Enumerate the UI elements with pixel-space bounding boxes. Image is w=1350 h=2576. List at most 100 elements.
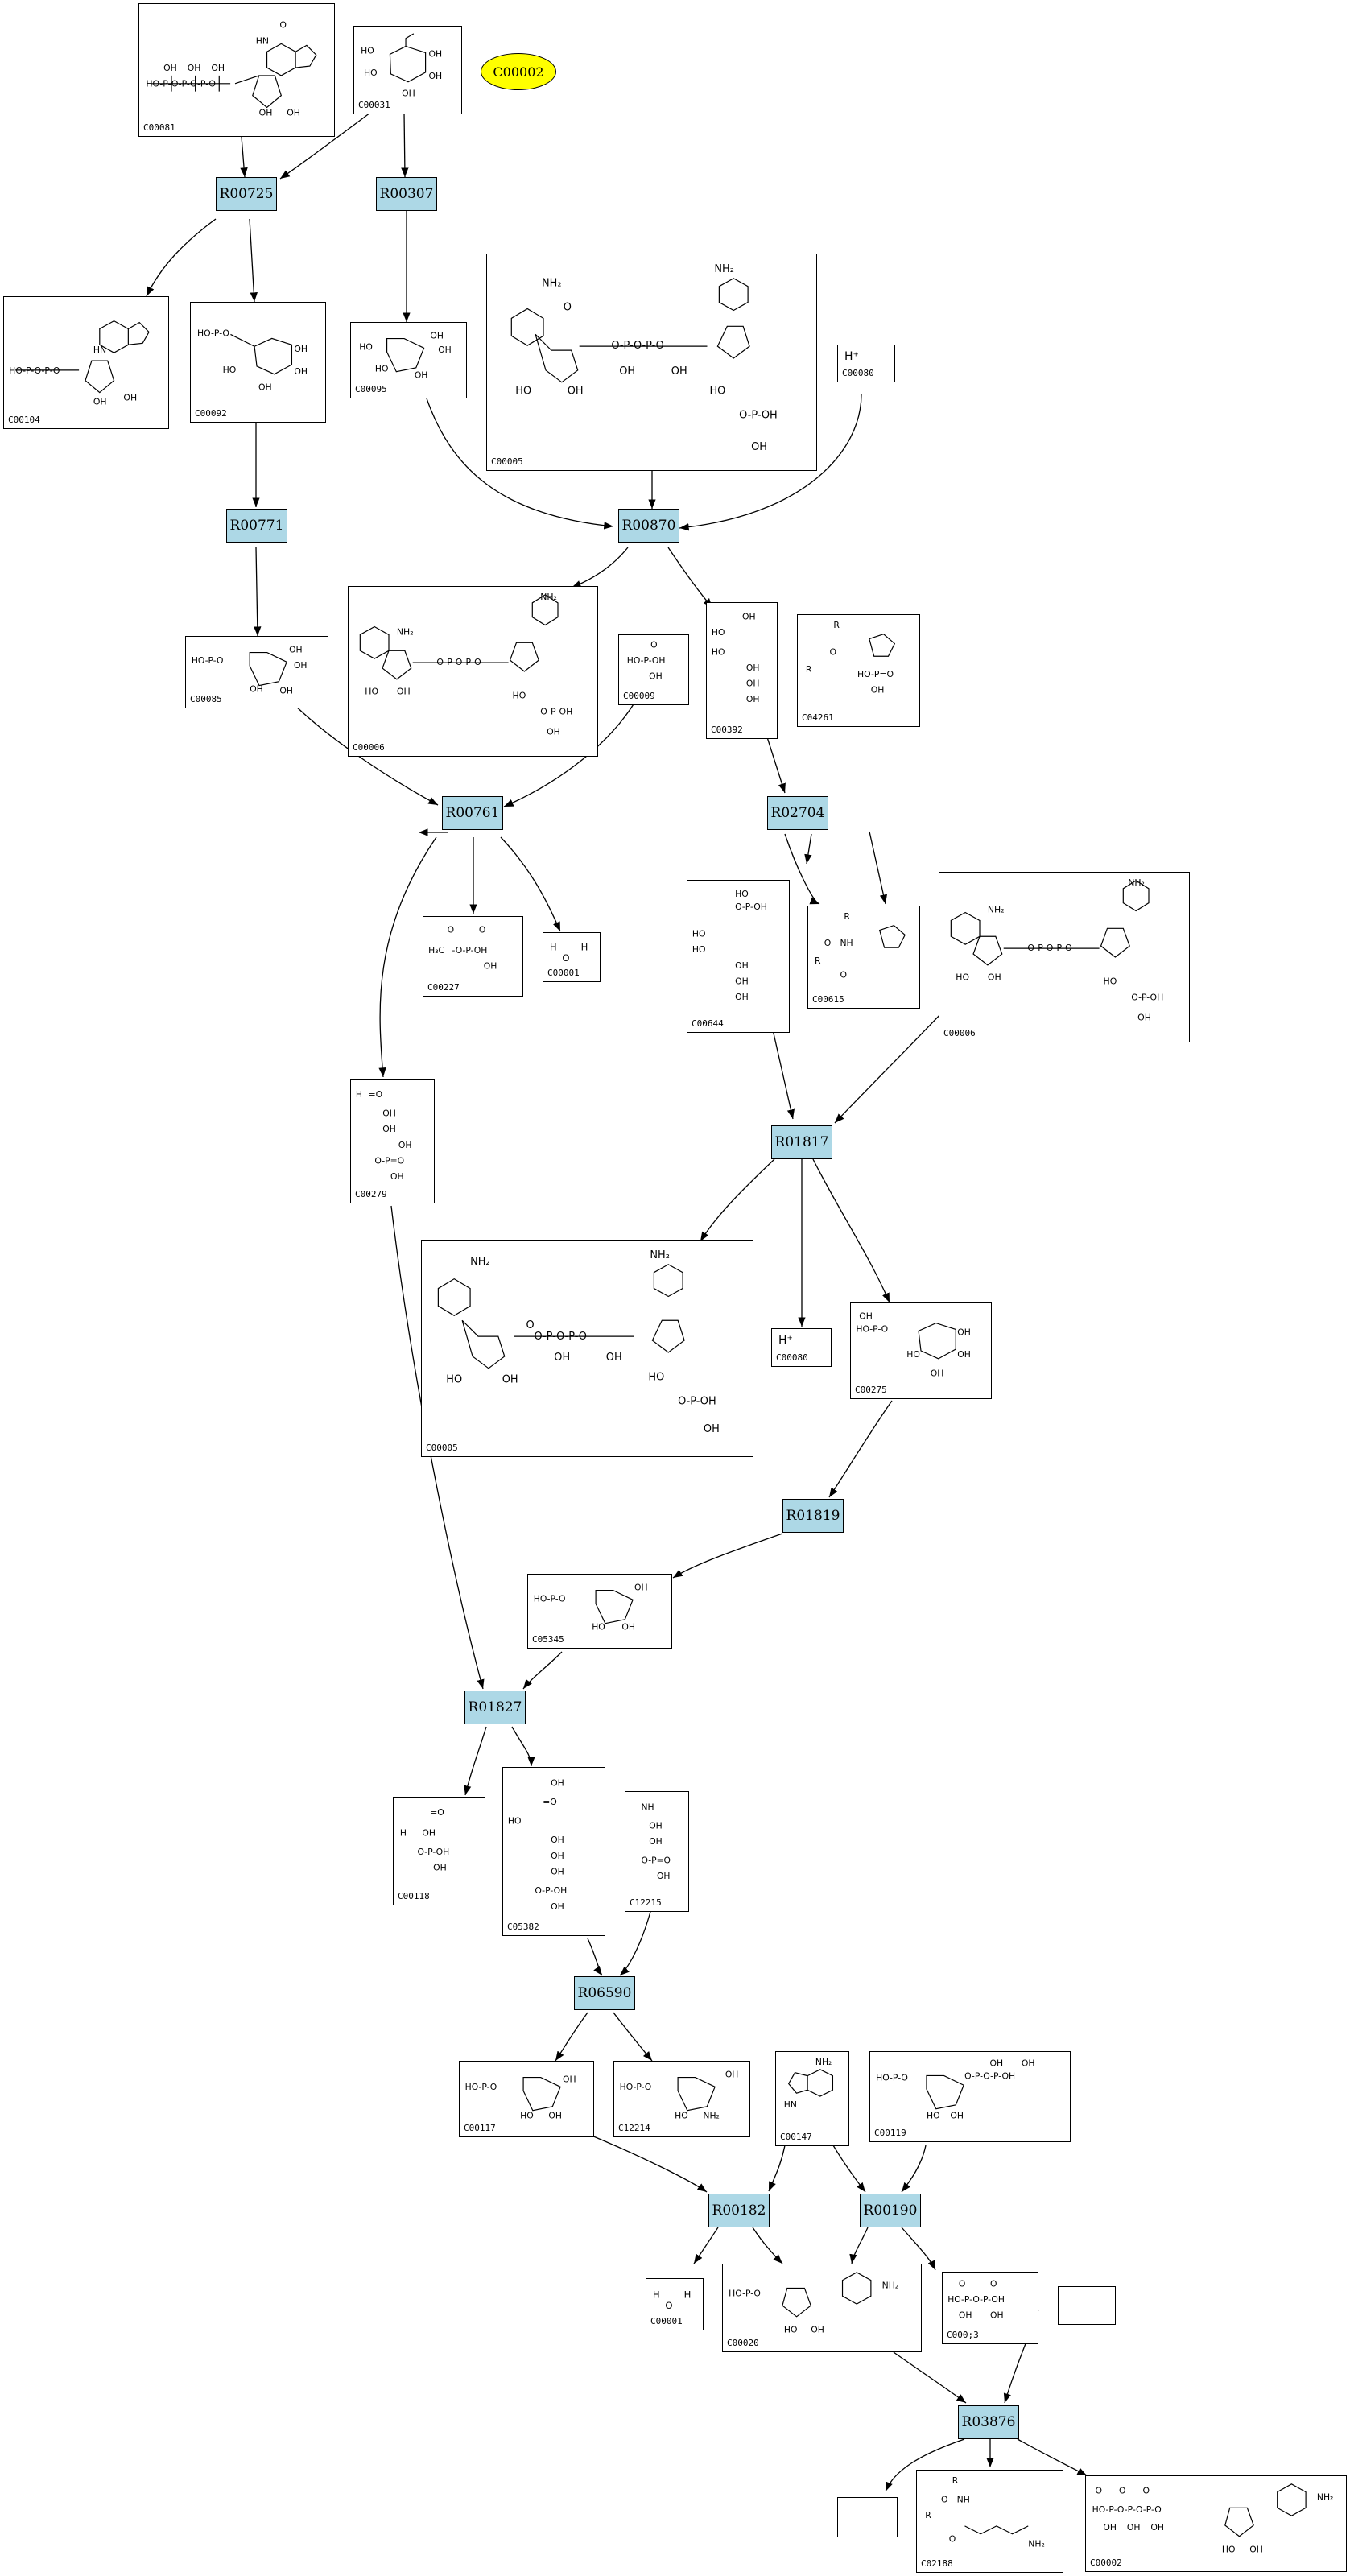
svg-text:HO: HO [1222,2544,1236,2554]
svg-text:HO: HO [709,386,725,398]
svg-text:O: O [1143,2486,1150,2496]
compound-id: C00005 [491,456,523,467]
reaction-r01819[interactable]: R01819 [782,1499,844,1533]
reaction-r03876[interactable]: R03876 [958,2405,1019,2439]
edge [249,218,258,303]
svg-text:O-P=O: O-P=O [374,1155,404,1166]
svg-text:H: H [653,2289,660,2300]
compound-empty-bottom[interactable] [837,2497,898,2537]
svg-text:H: H [550,941,557,952]
svg-text:OH: OH [259,107,273,118]
reaction-r01817[interactable]: R01817 [771,1125,832,1159]
svg-text:OH: OH [735,992,749,1002]
reaction-r00725[interactable]: R00725 [216,177,277,211]
reaction-r01827[interactable]: R01827 [464,1690,526,1724]
compound-id: C12215 [630,1897,662,1908]
reaction-r00182[interactable]: R00182 [708,2194,770,2227]
svg-text:OH: OH [250,683,263,694]
reaction-r00870[interactable]: R00870 [618,509,679,543]
compound-id: C00095 [355,384,387,394]
edge [672,1533,783,1579]
compound-c00080-top[interactable]: H⁺ C00080 [837,345,895,382]
svg-text:HO-P-O: HO-P-O [534,1593,566,1604]
svg-text:HO: HO [520,2110,534,2120]
svg-text:HO: HO [784,2324,798,2334]
svg-text:OH: OH [950,2111,964,2121]
reaction-r00307[interactable]: R00307 [376,177,437,211]
svg-text:HO: HO [692,928,706,939]
edge [679,394,862,531]
svg-text:NH₂: NH₂ [703,2110,719,2120]
svg-text:HO: HO [223,365,237,375]
svg-text:OH: OH [735,976,749,986]
compound-id: C00080 [842,368,874,378]
reaction-r00190[interactable]: R00190 [860,2194,921,2227]
reaction-r00771[interactable]: R00771 [226,509,287,543]
svg-text:HO: HO [735,889,749,899]
svg-text:OH: OH [649,1821,663,1831]
edge [901,2227,936,2271]
svg-text:HO: HO [515,386,531,398]
svg-text:O: O [562,952,569,964]
compound-empty-right[interactable] [1058,2286,1116,2325]
highlight-compound-c00002[interactable]: C00002 [481,53,556,90]
svg-text:OH: OH [551,1901,564,1912]
compound-id: C00080 [776,1352,808,1363]
reaction-r06590[interactable]: R06590 [574,1976,635,2010]
svg-text:OH: OH [1127,2522,1141,2533]
edge [768,2145,786,2192]
compound-id: C00020 [727,2338,759,2348]
compound-c00080-mid[interactable]: H⁺ C00080 [771,1328,832,1367]
reaction-r00761[interactable]: R00761 [442,796,503,830]
svg-text:NH₂: NH₂ [1128,877,1145,888]
reaction-r02704[interactable]: R02704 [767,796,828,830]
svg-text:O: O [665,2300,672,2311]
svg-text:OH: OH [397,687,411,697]
compound-id: C00002 [1090,2557,1122,2568]
svg-text:HO: HO [364,68,378,78]
svg-text:O-P-OH: O-P-OH [735,902,767,912]
svg-text:OH: OH [1249,2544,1263,2554]
svg-text:OH: OH [1022,2058,1035,2069]
svg-text:OH: OH [123,392,137,402]
svg-text:HO-P-O-P-O-P-O: HO-P-O-P-O-P-O [1092,2504,1162,2515]
svg-text:OH: OH [811,2324,824,2334]
svg-text:OH: OH [859,1311,873,1322]
structure-icon: HOH [653,2289,692,2311]
